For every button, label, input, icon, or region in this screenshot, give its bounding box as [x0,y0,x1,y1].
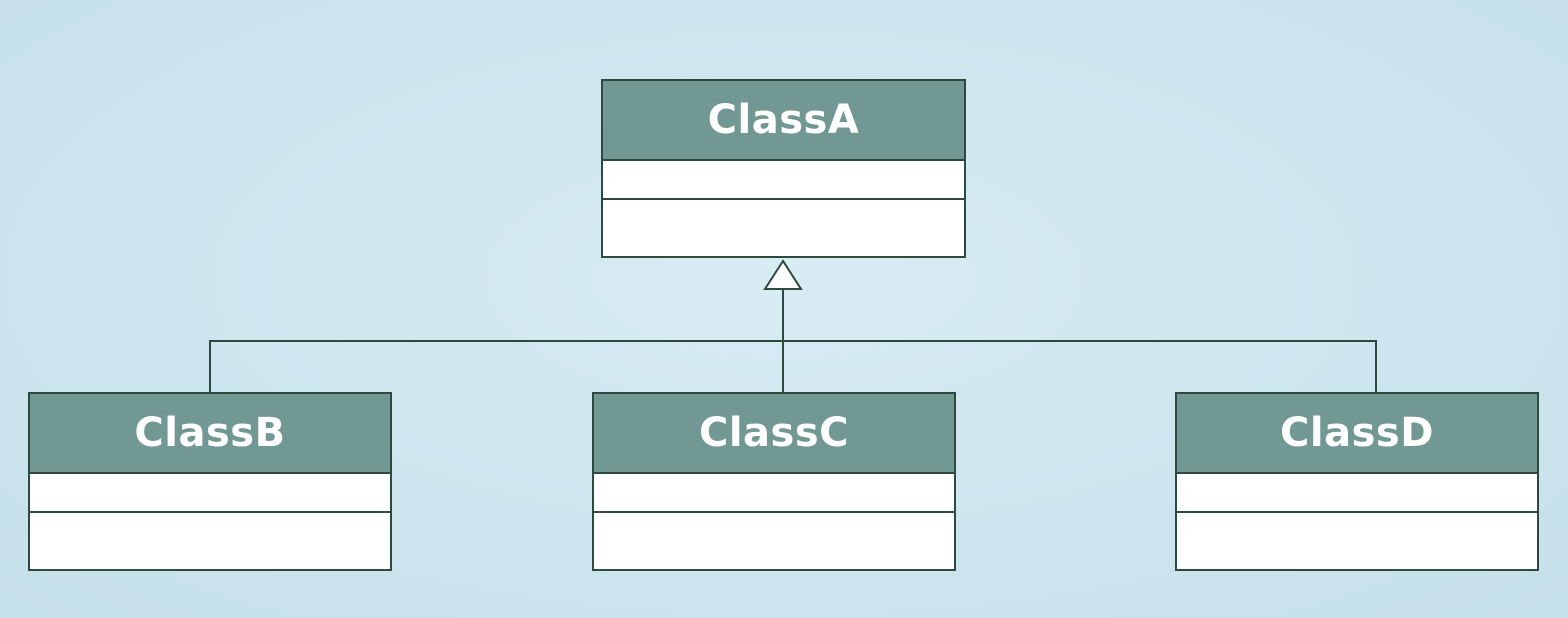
class-box-classc[interactable]: ClassC [592,392,956,571]
class-name: ClassA [603,81,964,161]
methods-compartment [594,513,954,569]
class-box-classb[interactable]: ClassB [28,392,392,571]
methods-compartment [603,200,964,256]
class-name: ClassB [30,394,390,474]
methods-compartment [1177,513,1537,569]
attributes-compartment [594,474,954,513]
class-box-classd[interactable]: ClassD [1175,392,1539,571]
class-box-classa[interactable]: ClassA [601,79,966,258]
methods-compartment [30,513,390,569]
attributes-compartment [30,474,390,513]
attributes-compartment [1177,474,1537,513]
generalization-arrowhead [763,259,803,290]
class-name: ClassC [594,394,954,474]
attributes-compartment [603,161,964,200]
class-name: ClassD [1177,394,1537,474]
